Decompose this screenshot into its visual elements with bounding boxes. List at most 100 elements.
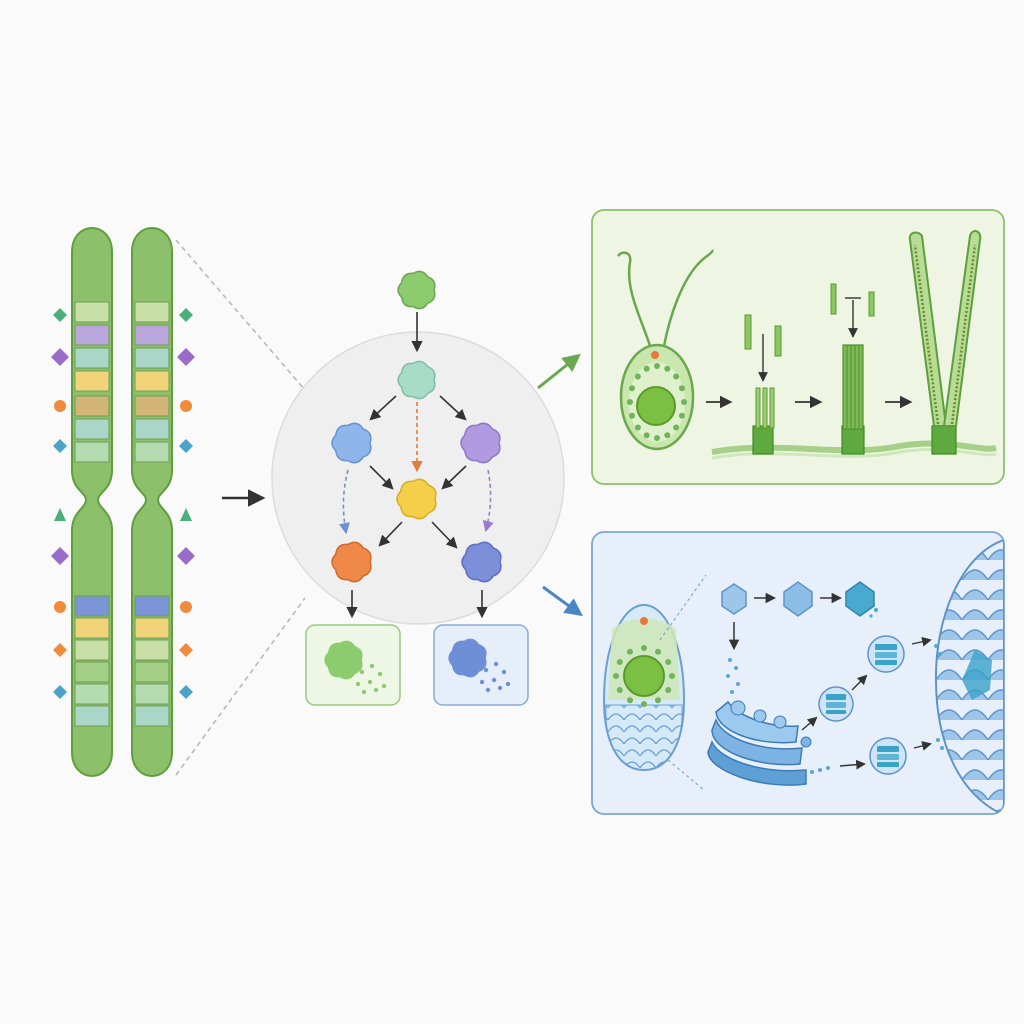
network-node-right xyxy=(460,422,501,464)
to-scale-panel-arrow xyxy=(542,585,583,617)
golgi-to-vesicle-arrow xyxy=(801,716,818,731)
gene-marker xyxy=(179,685,193,699)
chromosome-band xyxy=(74,595,110,617)
edge-center-bottomright xyxy=(431,521,458,549)
organelle-dot xyxy=(673,424,680,431)
organelle-dot xyxy=(655,697,661,704)
chromosome-band xyxy=(74,441,110,463)
organelle-dot xyxy=(665,687,672,693)
product-particle xyxy=(483,667,489,673)
network-node-left xyxy=(331,422,372,464)
organelle-dot xyxy=(643,432,650,439)
edge-right-bottomright xyxy=(482,469,494,533)
product-particle xyxy=(377,671,383,677)
transport-particle xyxy=(736,682,740,686)
organelle-dot xyxy=(616,687,623,693)
organelle-dot xyxy=(629,385,636,392)
gene-marker xyxy=(54,508,66,521)
to-wall-arrow-2 xyxy=(913,741,932,751)
product-particle xyxy=(491,677,497,683)
product-particle xyxy=(497,685,503,691)
transport-particle xyxy=(826,766,830,770)
network-node-bottom-left xyxy=(331,541,372,583)
gene-marker xyxy=(53,439,67,453)
vesicle-icon xyxy=(869,737,907,775)
organelle-dot xyxy=(634,373,641,380)
chromosome-band xyxy=(74,301,110,323)
network-node-bottom-right xyxy=(461,541,502,583)
organelle-dot xyxy=(641,645,647,651)
gene-marker xyxy=(179,439,193,453)
edge-hub-right xyxy=(439,395,467,421)
organelle-dot xyxy=(664,432,671,439)
product-particle xyxy=(369,663,375,669)
transport-particle xyxy=(934,644,938,648)
chromosome-band xyxy=(134,639,170,661)
organelle-dot xyxy=(669,673,675,679)
alga-cell-icon xyxy=(616,249,714,451)
blue-output-blob xyxy=(448,638,487,678)
organelle-dot xyxy=(627,399,633,405)
product-particle xyxy=(485,687,491,693)
organelle-dot xyxy=(613,673,619,679)
zoom-guide-cell xyxy=(659,574,707,641)
vesicle-lower-arrow xyxy=(839,759,866,770)
chromosome-band xyxy=(134,370,170,392)
gene-marker xyxy=(53,685,67,699)
chromosome-band xyxy=(134,441,170,463)
organelle-dot xyxy=(641,701,647,707)
chromosome-band xyxy=(134,617,170,639)
edge-hub-left xyxy=(369,395,397,421)
organelle-dot xyxy=(627,648,633,655)
organelle-dot xyxy=(655,648,661,655)
cilium-bundle-icon xyxy=(830,283,875,455)
zoom-guide-cell-2 xyxy=(667,759,705,791)
gene-marker xyxy=(179,643,193,657)
gene-marker xyxy=(177,348,195,366)
chromosome-band xyxy=(74,418,110,440)
zoom-guide-top xyxy=(175,239,306,391)
chromosome-band xyxy=(134,683,170,705)
product-particle xyxy=(361,689,367,695)
product-particle xyxy=(355,681,361,687)
organelle-dot xyxy=(678,385,685,392)
organelle-dot xyxy=(654,363,660,369)
network-nodes xyxy=(331,270,502,583)
product-particle xyxy=(501,669,507,675)
chromosome-band xyxy=(134,705,170,727)
cell-wall-scale-icon xyxy=(934,538,1004,814)
transport-particle xyxy=(730,690,734,694)
to-cilium-panel-arrow xyxy=(537,353,581,390)
chromosome-band xyxy=(74,639,110,661)
transport-particle xyxy=(936,738,940,742)
edge-left-bottomleft xyxy=(338,469,350,535)
gene-marker xyxy=(54,601,66,613)
product-particle xyxy=(493,661,499,667)
scale-panel xyxy=(591,531,1005,815)
product-particle xyxy=(373,687,379,693)
chromosome-band xyxy=(74,661,110,683)
transport-particle xyxy=(734,666,738,670)
scale-precursor-row xyxy=(721,581,878,618)
cilium-assembly-icon xyxy=(744,314,782,455)
transport-particle xyxy=(810,770,814,774)
chromosome-band xyxy=(134,661,170,683)
chromosome-band xyxy=(74,370,110,392)
edge-center-bottomleft xyxy=(378,521,403,547)
network-outputs xyxy=(324,638,511,695)
golgi-apparatus-icon xyxy=(707,700,812,786)
gene-marker xyxy=(177,547,195,565)
product-particle xyxy=(367,679,373,685)
vesicle-icon xyxy=(818,686,854,722)
organelle-dot xyxy=(627,697,633,704)
gene-marker xyxy=(54,400,66,412)
chromosome-band xyxy=(134,347,170,369)
chromosome-band xyxy=(74,683,110,705)
product-particle xyxy=(479,679,485,685)
product-particle xyxy=(359,669,365,675)
organelle-dot xyxy=(654,435,660,441)
product-particle xyxy=(381,683,387,689)
transport-particle xyxy=(818,768,822,772)
